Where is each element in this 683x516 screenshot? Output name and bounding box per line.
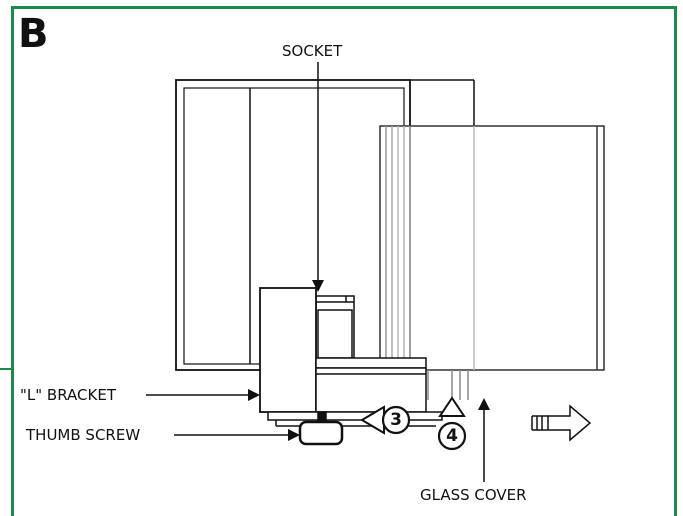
thumb-screw-leader [174, 429, 300, 441]
step-4-number: 4 [446, 426, 458, 446]
l-bracket-label: "L" BRACKET [20, 386, 116, 404]
glass-cover-label: GLASS COVER [420, 486, 527, 504]
step-3-marker [360, 405, 411, 435]
step-4-marker [437, 396, 467, 451]
l-bracket-leader [146, 389, 260, 401]
hollow-right-arrow-icon [531, 404, 592, 442]
thumb-screw-label: THUMB SCREW [26, 426, 141, 444]
socket [315, 295, 355, 359]
panel-letter: B [18, 11, 49, 57]
frame-lead-line [0, 368, 11, 370]
thumb-screw [298, 411, 344, 446]
glass-cover [379, 125, 605, 400]
socket-label: SOCKET [282, 42, 343, 60]
l-bracket [259, 287, 443, 427]
step-3-number: 3 [390, 410, 402, 430]
socket-leader [312, 62, 324, 292]
glass-cover-leader [478, 398, 490, 482]
